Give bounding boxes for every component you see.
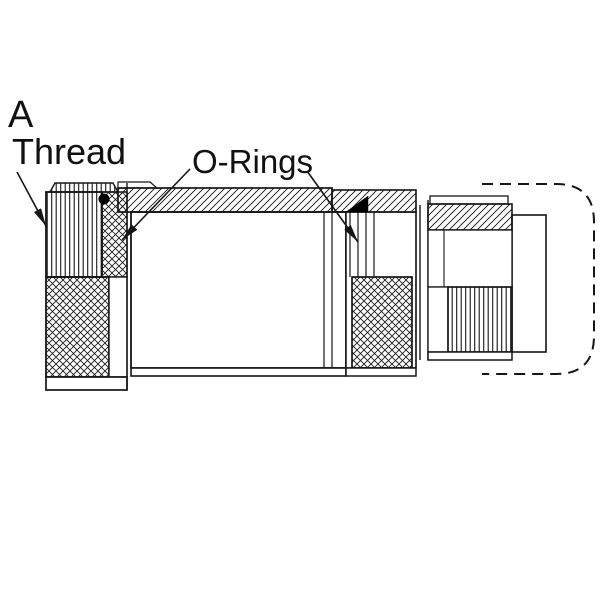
- left-coupling-nut: [45, 182, 128, 391]
- callout-leaders: [16, 168, 359, 243]
- right-thread-band: [447, 286, 513, 353]
- a-thread-band: [45, 191, 103, 278]
- callout-labels: A Thread O-Rings: [8, 94, 313, 180]
- nut-top-cap: [48, 182, 120, 193]
- right-spigot: [511, 214, 547, 353]
- shell-lip: [117, 181, 159, 189]
- middle-hatched-shell: [331, 189, 417, 213]
- right-thread-section: [419, 195, 547, 361]
- nut-section-column: [101, 191, 128, 278]
- right-top-cap: [429, 195, 509, 205]
- label-o-rings: O-Rings: [192, 143, 313, 180]
- thread-leader-arrow: [16, 171, 47, 227]
- middle-nut-section: [331, 189, 417, 377]
- right-thread-shoulder: [427, 286, 449, 353]
- right-hatched-shell: [427, 203, 513, 231]
- o-ring-cross-section: [345, 195, 369, 213]
- body-shell: [130, 211, 347, 369]
- o-ring-left-leader-arrow: [121, 168, 191, 241]
- connector-body: [130, 211, 347, 377]
- right-mid-band: [427, 229, 513, 288]
- left-knurl-band: [45, 276, 110, 378]
- o-ring-dot: [98, 193, 110, 205]
- body-bottom-band: [130, 367, 347, 377]
- shell-hatched-strip: [117, 187, 333, 213]
- right-bottom-band: [427, 351, 513, 361]
- phantom-mating-connector: [482, 183, 595, 375]
- nut-back-column: [108, 276, 128, 378]
- middle-knurl-band: [351, 276, 413, 369]
- label-thread: Thread: [12, 131, 126, 172]
- label-a: A: [8, 94, 34, 136]
- o-ring-right-leader-arrow: [306, 170, 359, 243]
- nut-bottom-band: [45, 376, 128, 391]
- middle-bottom-band: [345, 367, 417, 377]
- phantom-outline: [482, 183, 595, 375]
